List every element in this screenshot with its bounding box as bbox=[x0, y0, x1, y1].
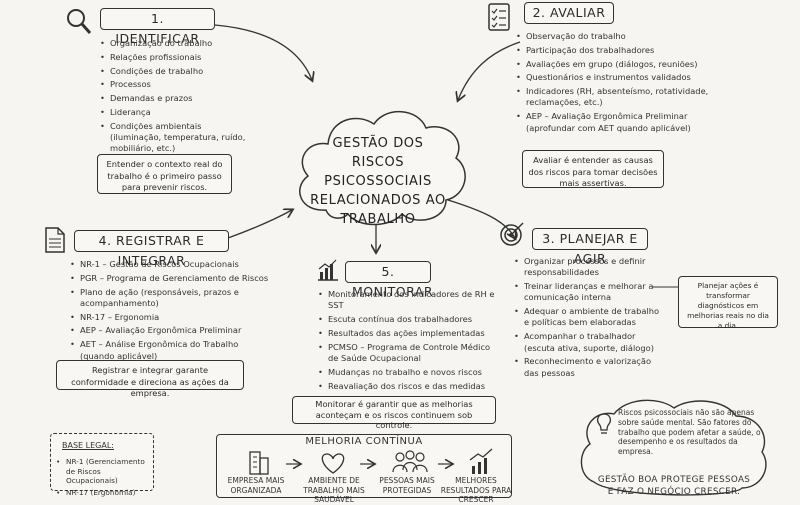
registrar-title: 4. REGISTRAR E INTEGRAR bbox=[74, 230, 229, 268]
registrar-list: NR-1 – Gestão de Riscos Ocupacionais PGR… bbox=[70, 259, 270, 364]
identificar-note: Entender o contexto real do trabalho é o… bbox=[97, 154, 232, 194]
slogan-line-1: GESTÃO BOA PROTEGE PESSOAS bbox=[597, 475, 751, 485]
list-item: Liderança bbox=[100, 107, 250, 119]
monitorar-title: 5. MONITORAR bbox=[345, 261, 433, 299]
central-cloud bbox=[299, 110, 466, 226]
avaliar-title: 2. AVALIAR bbox=[524, 2, 614, 24]
monitorar-note: Monitorar é garantir que as melhorias ac… bbox=[292, 396, 496, 430]
identificar-list: Organização do trabalho Relações profiss… bbox=[100, 38, 250, 157]
growth-chart-icon bbox=[469, 448, 493, 474]
info-slogan: GESTÃO BOA PROTEGE PESSOAS E FAZ O NEGÓC… bbox=[578, 474, 770, 498]
list-item: Processos bbox=[100, 79, 250, 91]
arrow-identificar bbox=[214, 24, 312, 80]
central-title: GESTÃO DOS RISCOS PSICOSSOCIAIS RELACION… bbox=[310, 136, 446, 227]
list-item: Plano de ação (responsáveis, prazos e ac… bbox=[70, 287, 270, 310]
list-item: Participação dos trabalhadores bbox=[516, 45, 726, 57]
list-item: Relações profissionais bbox=[100, 52, 250, 64]
planejar-title: 3. PLANEJAR E AGIR bbox=[532, 228, 648, 266]
melhoria-step-3: PESSOAS MAIS PROTEGIDAS bbox=[379, 476, 435, 495]
list-item: Monitoramento dos indicadores de RH e SS… bbox=[318, 289, 498, 312]
melhoria-step-2: AMBIENTE DE TRABALHO MAIS SAUDÁVEL bbox=[303, 476, 365, 504]
avaliar-list: Observação do trabalho Participação dos … bbox=[516, 31, 726, 136]
list-item: Acompanhar o trabalhador (escuta ativa, … bbox=[514, 331, 666, 354]
list-item: Demandas e prazos bbox=[100, 93, 250, 105]
list-item: AET – Análise Ergonômica do Trabalho (qu… bbox=[70, 339, 270, 362]
list-item: Condições de trabalho bbox=[100, 66, 250, 78]
melhoria-step-4: MELHORES RESULTADOS PARA CRESCER bbox=[440, 476, 512, 504]
list-item: Mudanças no trabalho e novos riscos bbox=[318, 367, 498, 379]
avaliar-note: Avaliar é entender as causas dos riscos … bbox=[522, 150, 664, 188]
checklist-icon bbox=[488, 3, 510, 31]
base-legal-title: BASE LEGAL: bbox=[62, 441, 114, 450]
arrow-registrar bbox=[227, 210, 292, 239]
planejar-note: Planejar ações é transformar diagnóstico… bbox=[678, 276, 778, 330]
info-cloud bbox=[580, 399, 767, 496]
slogan-line-2: E FAZ O NEGÓCIO CRESCER. bbox=[607, 487, 741, 497]
lightbulb-icon bbox=[597, 413, 611, 434]
list-item: Organização do trabalho bbox=[100, 38, 250, 50]
bar-chart-icon bbox=[318, 259, 338, 281]
list-item: Reavaliação dos riscos e das medidas bbox=[318, 381, 498, 393]
list-item: Questionários e instrumentos validados bbox=[516, 72, 726, 84]
list-item: AEP – Avaliação Ergonômica Preliminar bbox=[70, 325, 270, 337]
list-item: PCMSO – Programa de Controle Médico de S… bbox=[318, 342, 498, 365]
building-icon bbox=[249, 451, 269, 475]
list-item: NR-17 (Ergonomia) bbox=[56, 488, 152, 498]
target-icon bbox=[500, 222, 524, 246]
list-item: Resultados das ações implementadas bbox=[318, 328, 498, 340]
list-item: Adequar o ambiente de trabalho e polític… bbox=[514, 306, 666, 329]
document-icon bbox=[45, 227, 65, 253]
list-item: PGR – Programa de Gerenciamento de Risco… bbox=[70, 273, 270, 285]
arrow-avaliar bbox=[458, 41, 521, 100]
list-item: NR-17 – Ergonomia bbox=[70, 312, 270, 324]
people-icon bbox=[392, 450, 428, 473]
info-text: Riscos psicossociais não são apenas sobr… bbox=[618, 408, 761, 457]
melhoria-box bbox=[216, 434, 512, 498]
registrar-note: Registrar e integrar garante conformidad… bbox=[56, 360, 244, 398]
list-item: NR-1 – Gestão de Riscos Ocupacionais bbox=[70, 259, 270, 271]
melhoria-title: MELHORIA CONTÍNUA bbox=[305, 436, 423, 447]
melhoria-step-1: EMPRESA MAIS ORGANIZADA bbox=[227, 476, 285, 495]
planejar-list: Organizar processos e definir responsabi… bbox=[514, 256, 666, 381]
melhoria-icons bbox=[249, 448, 493, 475]
list-item: Indicadores (RH, absenteísmo, rotativida… bbox=[516, 86, 726, 109]
monitorar-list: Monitoramento dos indicadores de RH e SS… bbox=[318, 289, 498, 394]
arrow-planejar bbox=[447, 199, 515, 238]
list-item: NR-1 (Gerenciamento de Riscos Ocupaciona… bbox=[56, 457, 152, 486]
identificar-title: 1. IDENTIFICAR bbox=[100, 8, 215, 46]
list-item: Avaliações em grupo (diálogos, reuniões) bbox=[516, 59, 726, 71]
heart-icon bbox=[321, 453, 345, 474]
list-item: AEP – Avaliação Ergonômica Preliminar (a… bbox=[516, 111, 726, 134]
list-item: Treinar lideranças e melhorar a comunica… bbox=[514, 281, 666, 304]
list-item: Condições ambientais (iluminação, temper… bbox=[100, 121, 250, 155]
list-item: Escuta contínua dos trabalhadores bbox=[318, 314, 498, 326]
list-item: Reconhecimento e valorização das pessoas bbox=[514, 356, 666, 379]
list-item: Observação do trabalho bbox=[516, 31, 726, 43]
base-legal-list: NR-1 (Gerenciamento de Riscos Ocupaciona… bbox=[56, 457, 152, 500]
magnifier-icon bbox=[67, 9, 92, 34]
list-item: Organizar processos e definir responsabi… bbox=[514, 256, 666, 279]
